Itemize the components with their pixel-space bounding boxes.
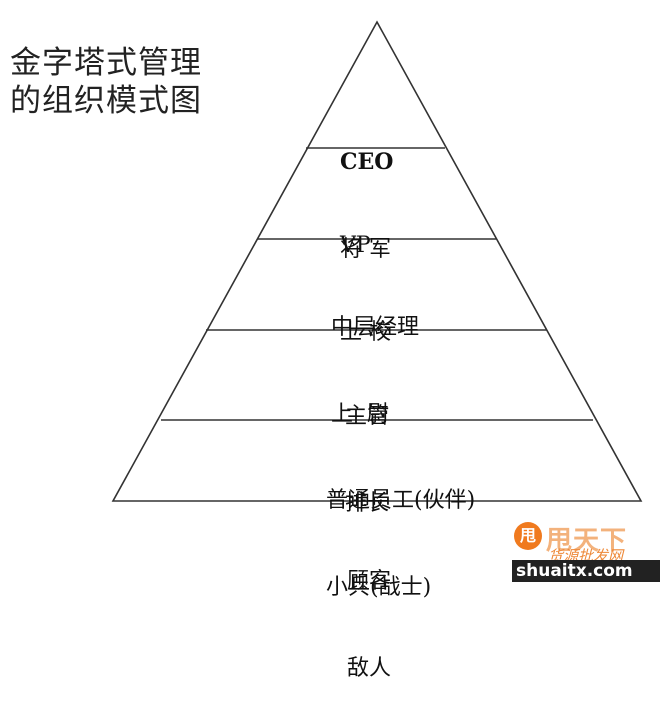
tier-middle-manager-rank: 上 尉 [331,402,389,427]
tier-vp-role: VP [340,233,371,258]
watermark-logo-icon: 甩 [514,522,542,550]
watermark: 甩 甩天下 货源批发网 shuaitx.com [512,518,660,582]
pyramid [111,20,643,502]
tier-ceo: CEO 将 军 [340,90,393,293]
watermark-brand: 甩天下 [546,526,628,556]
outside-customer-rank: 敌人 [347,656,392,681]
diagram-title: 金字塔式管理 的组织模式图 [10,44,202,120]
tier-vp-rank: 上 校 [340,320,391,345]
watermark-url: shuaitx.com [516,561,633,581]
watermark-bar [512,560,660,582]
outside-customer: 顾客 敌人 [347,509,391,712]
tier-ceo-rank: 将 军 [340,237,391,262]
tier-middle-manager: 中层经理 上 尉 [331,255,419,458]
tier-ceo-role: CEO [340,149,394,175]
tier-middle-manager-role: 中层经理 [331,315,420,340]
tier-supervisor-role: 主管 [345,404,390,429]
pyramid-outline [111,20,643,502]
title-line-1: 金字塔式管理 [10,45,202,81]
tier-staff-role: 普通员工(伙伴) [326,488,476,513]
tier-vp: VP 上 校 [340,173,391,376]
tier-supervisor-rank: 排长 [345,491,390,516]
title-line-2: 的组织模式图 [10,83,202,119]
tier-supervisor: 主管 排长 [345,344,389,547]
